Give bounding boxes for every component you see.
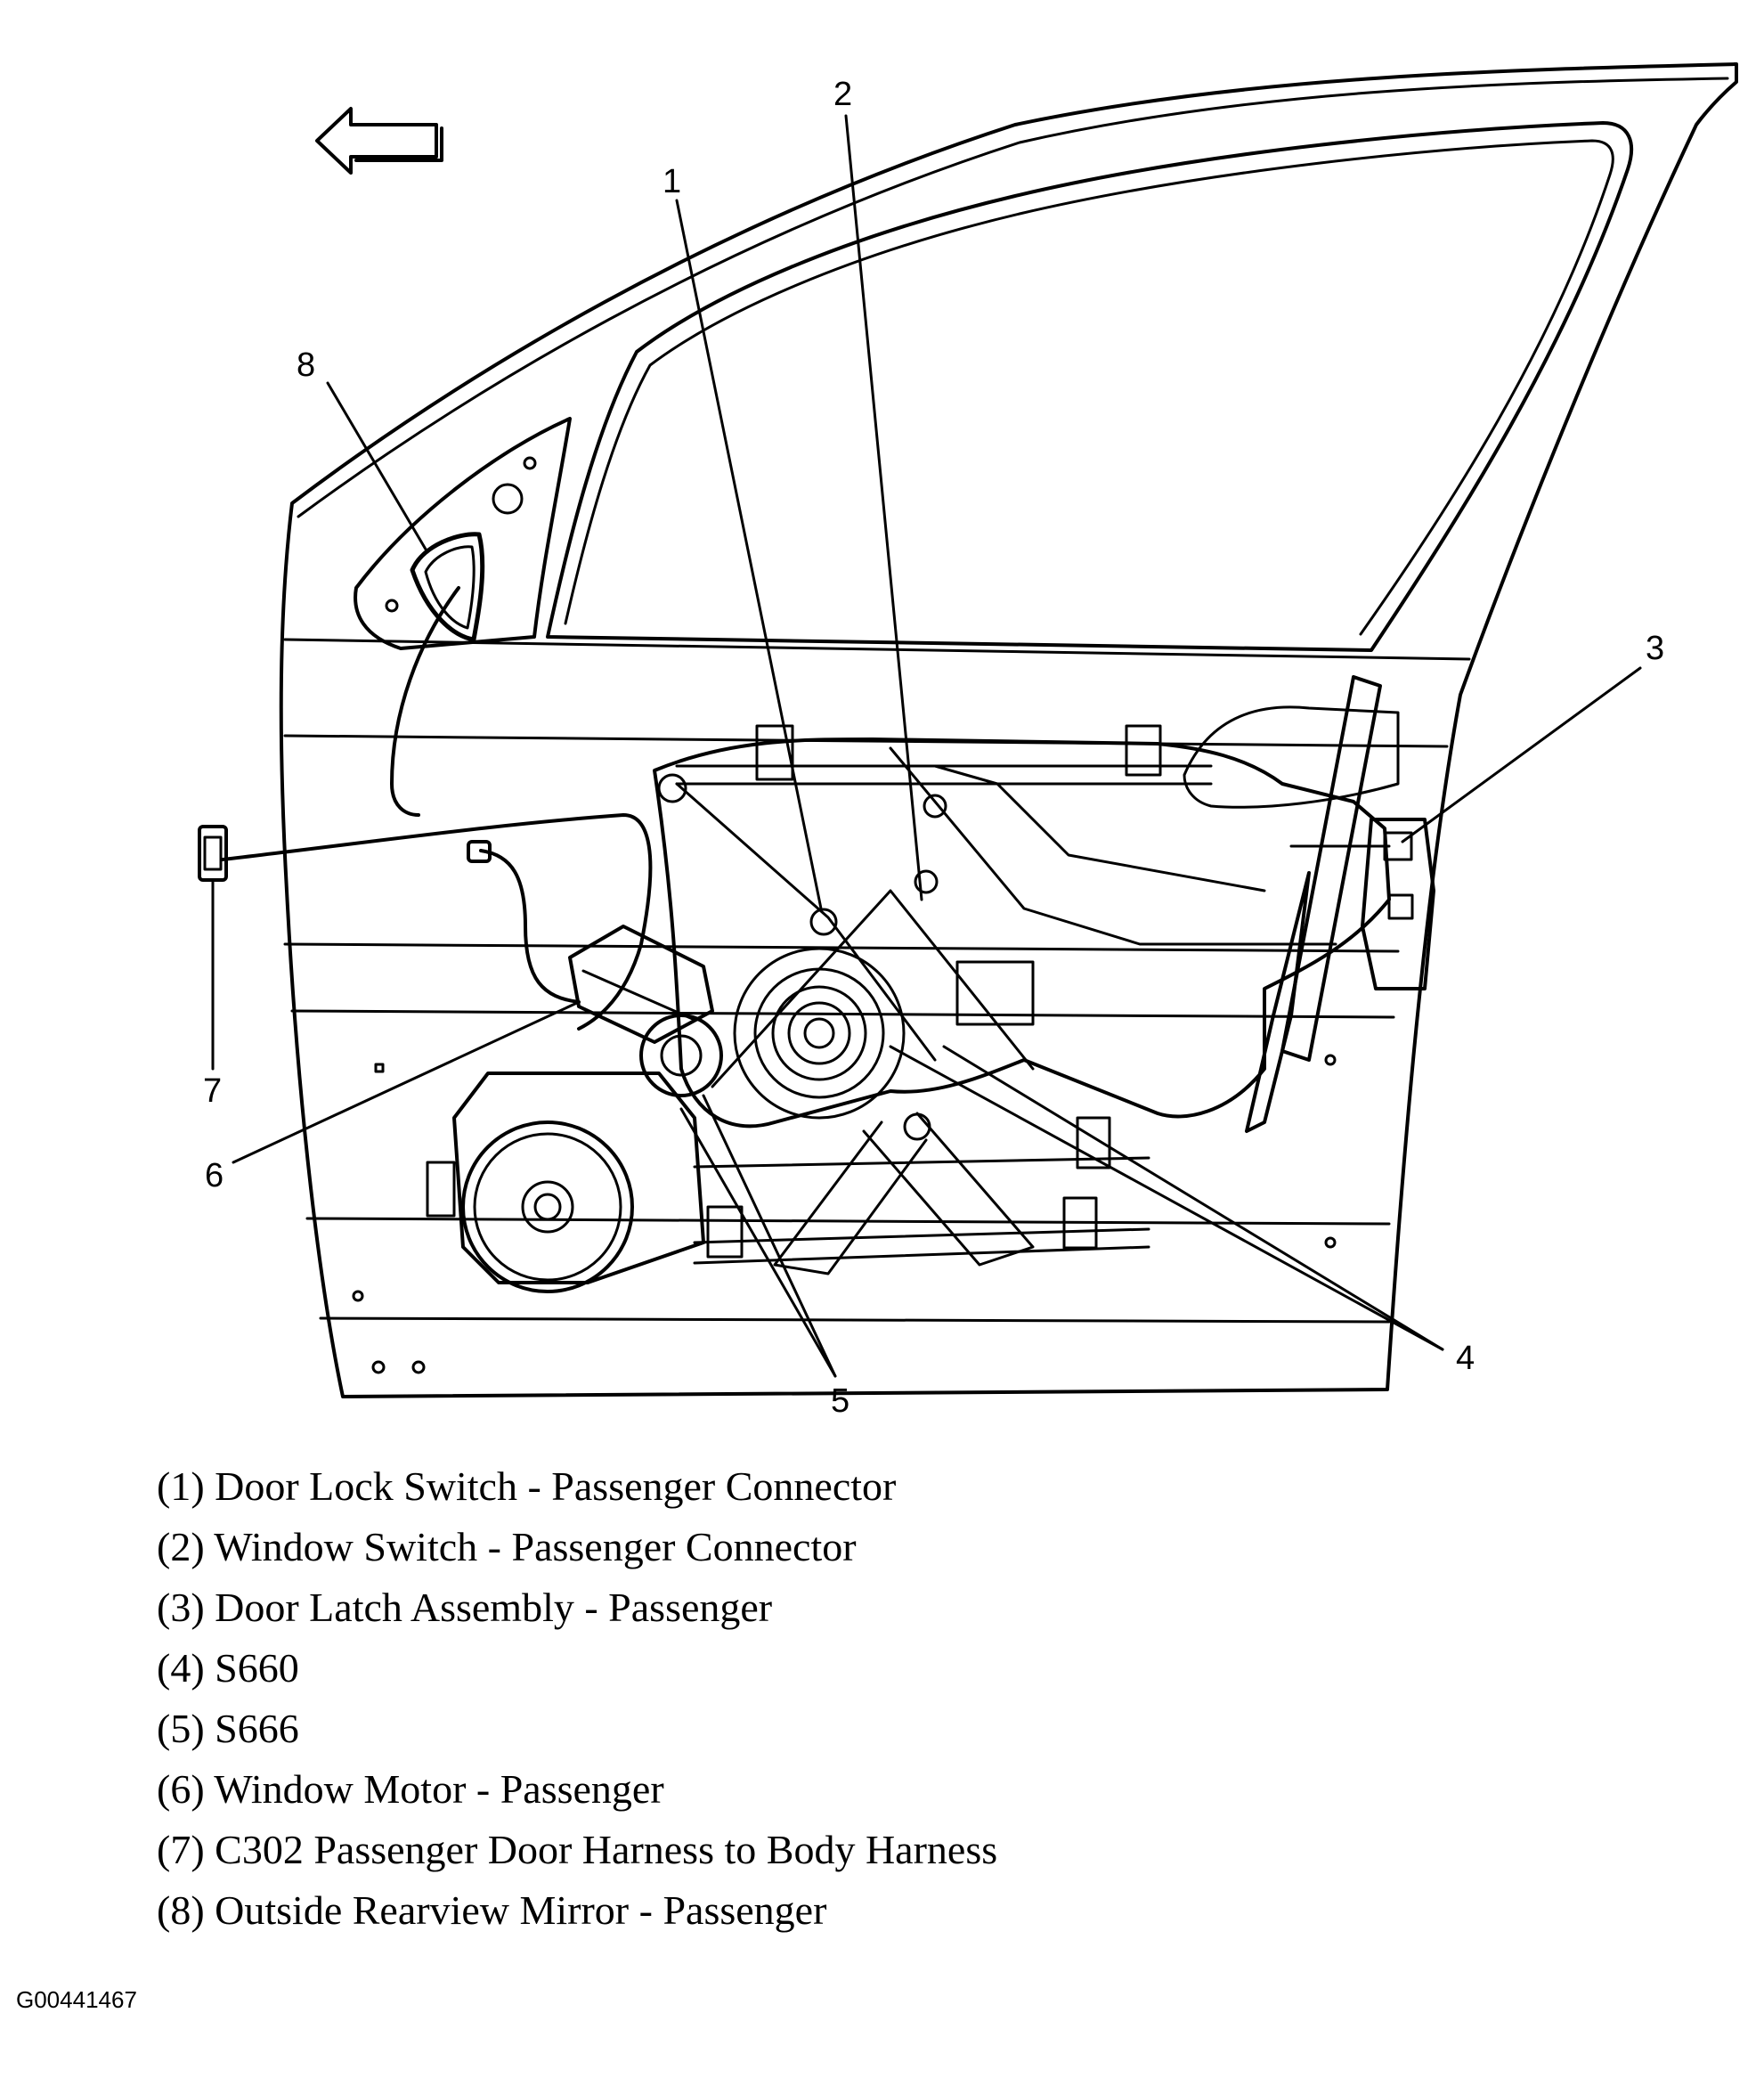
- legend-item: (5) S666: [157, 1706, 299, 1751]
- callout-5: 5: [831, 1382, 849, 1420]
- leader-lines: [211, 114, 1642, 1378]
- door-shell: [279, 62, 1738, 1398]
- callout-6: 6: [205, 1157, 224, 1194]
- callout-4: 4: [1456, 1340, 1475, 1377]
- regulator-module: [653, 724, 1391, 1275]
- legend-item: (8) Outside Rearview Mirror - Passenger: [157, 1887, 827, 1933]
- callout-7: 7: [203, 1072, 222, 1110]
- left-arrow-icon: [315, 107, 438, 175]
- door-diagram: 1 2 3 4 5 6 7 8: [198, 62, 1738, 1420]
- callout-3: 3: [1646, 630, 1664, 667]
- legend-item: (2) Window Switch - Passenger Connector: [157, 1524, 857, 1569]
- door-latch-assembly: [1183, 675, 1435, 1133]
- leader-line-6: [232, 1000, 581, 1164]
- parts-legend: (1) Door Lock Switch - Passenger Connect…: [157, 1456, 1671, 1941]
- window-motor: [568, 925, 723, 1097]
- leader-line-3: [1401, 666, 1642, 843]
- door-speaker: [426, 1072, 705, 1293]
- legend-item: (3) Door Latch Assembly - Passenger: [157, 1585, 773, 1630]
- door-harness: [221, 586, 653, 1031]
- callout-8: 8: [297, 346, 315, 384]
- legend-item: (7) C302 Passenger Door Harness to Body …: [157, 1827, 998, 1872]
- leader-line-1: [675, 199, 823, 910]
- figure-id: G00441467: [16, 1986, 137, 2013]
- leader-line-5a: [679, 1107, 837, 1378]
- outside-mirror: [410, 532, 485, 642]
- leader-line-4a: [889, 1045, 1444, 1351]
- callout-1: 1: [663, 163, 681, 200]
- legend-item: (1) Door Lock Switch - Passenger Connect…: [157, 1463, 897, 1509]
- leader-line-5b: [702, 1094, 837, 1378]
- leader-line-4b: [942, 1045, 1444, 1351]
- legend-item: (6) Window Motor - Passenger: [157, 1766, 664, 1812]
- legend-item: (4) S660: [157, 1645, 299, 1691]
- callout-2: 2: [833, 76, 852, 113]
- leader-line-2: [844, 114, 923, 901]
- c302-connector: [198, 825, 228, 882]
- leader-line-8: [326, 381, 429, 554]
